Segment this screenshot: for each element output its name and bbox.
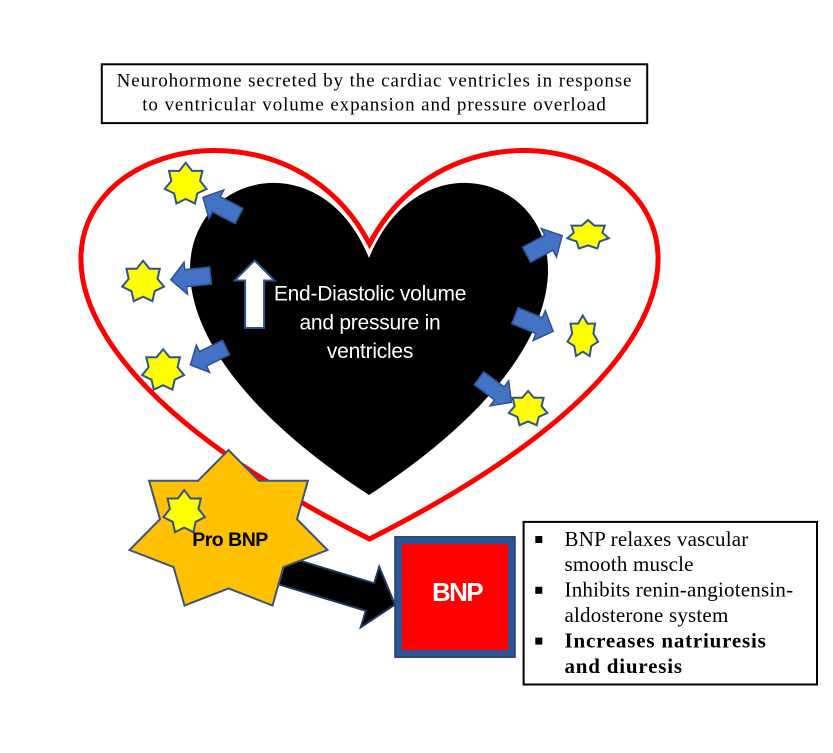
svg-text:and diuresis: and diuresis [565,654,683,678]
svg-text:BNP relaxes vascular: BNP relaxes vascular [565,527,749,551]
svg-text:Pro BNP: Pro BNP [192,529,268,551]
svg-text:BNP: BNP [432,577,483,607]
svg-text:and pressure in: and pressure in [299,312,440,335]
svg-text:Neurohormone secreted by the c: Neurohormone secreted by the cardiac ven… [117,70,633,91]
svg-text:aldosterone system: aldosterone system [565,603,729,627]
svg-text:End-Diastolic volume: End-Diastolic volume [274,282,466,305]
svg-text:smooth muscle: smooth muscle [565,552,694,576]
svg-text:Inhibits renin-angiotensin-: Inhibits renin-angiotensin- [565,578,794,602]
svg-text:Increases natriuresis: Increases natriuresis [565,628,767,652]
svg-text:to ventricular volume expansio: to ventricular volume expansion and pres… [142,94,607,115]
svg-text:ventricles: ventricles [327,340,413,363]
